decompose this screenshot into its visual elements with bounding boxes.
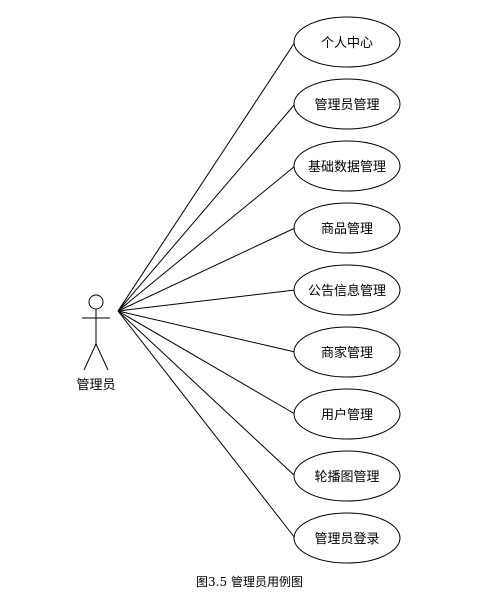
association-line — [117, 289, 296, 312]
use-case-ellipse — [293, 140, 401, 192]
use-case-label: 轮播图管理 — [314, 470, 379, 485]
association-line — [117, 310, 296, 415]
use-case: 轮播图管理 — [293, 450, 401, 502]
use-case-label: 商品管理 — [321, 222, 373, 237]
use-case: 公告信息管理 — [293, 264, 401, 316]
use-case: 个人中心 — [293, 16, 401, 68]
use-case-ellipse — [293, 78, 401, 130]
use-case-label: 基础数据管理 — [308, 160, 386, 175]
use-case-ellipse — [293, 388, 401, 440]
use-case-ellipse — [293, 326, 401, 378]
use-case-label: 公告信息管理 — [308, 283, 386, 299]
use-case: 用户管理 — [293, 388, 401, 440]
actor-left-leg — [83, 343, 97, 371]
figure-caption: 图3.5 管理员用例图 — [196, 575, 303, 589]
actor-admin: 管理员 — [76, 294, 116, 393]
actor-head — [88, 294, 104, 310]
use-case: 管理员登录 — [293, 512, 401, 564]
association-line — [117, 41, 296, 312]
association-line — [117, 227, 296, 312]
use-case-ellipse — [293, 16, 401, 68]
actor-right-leg — [95, 343, 109, 371]
association-line — [117, 310, 296, 353]
association-lines — [117, 41, 296, 539]
association-line — [117, 103, 296, 312]
use-case-ellipse — [293, 202, 401, 254]
actor-label: 管理员 — [76, 378, 115, 393]
association-line — [117, 165, 296, 312]
use-case-label: 个人中心 — [321, 36, 373, 51]
use-case-ellipse — [293, 450, 401, 502]
use-case-label: 管理员登录 — [314, 532, 379, 547]
use-case-ellipse — [293, 512, 401, 564]
use-case-label: 用户管理 — [321, 407, 373, 423]
use-case: 商品管理 — [293, 202, 401, 254]
association-line — [117, 310, 296, 477]
association-line — [117, 310, 296, 539]
use-case-label: 管理员管理 — [314, 98, 379, 113]
use-case: 基础数据管理 — [293, 140, 401, 192]
use-case: 商家管理 — [293, 326, 401, 378]
use-case: 管理员管理 — [293, 78, 401, 130]
use-case-ellipse — [293, 264, 401, 316]
use-case-list: 个人中心管理员管理基础数据管理商品管理公告信息管理商家管理用户管理轮播图管理管理… — [293, 16, 401, 564]
use-case-label: 商家管理 — [321, 345, 373, 361]
